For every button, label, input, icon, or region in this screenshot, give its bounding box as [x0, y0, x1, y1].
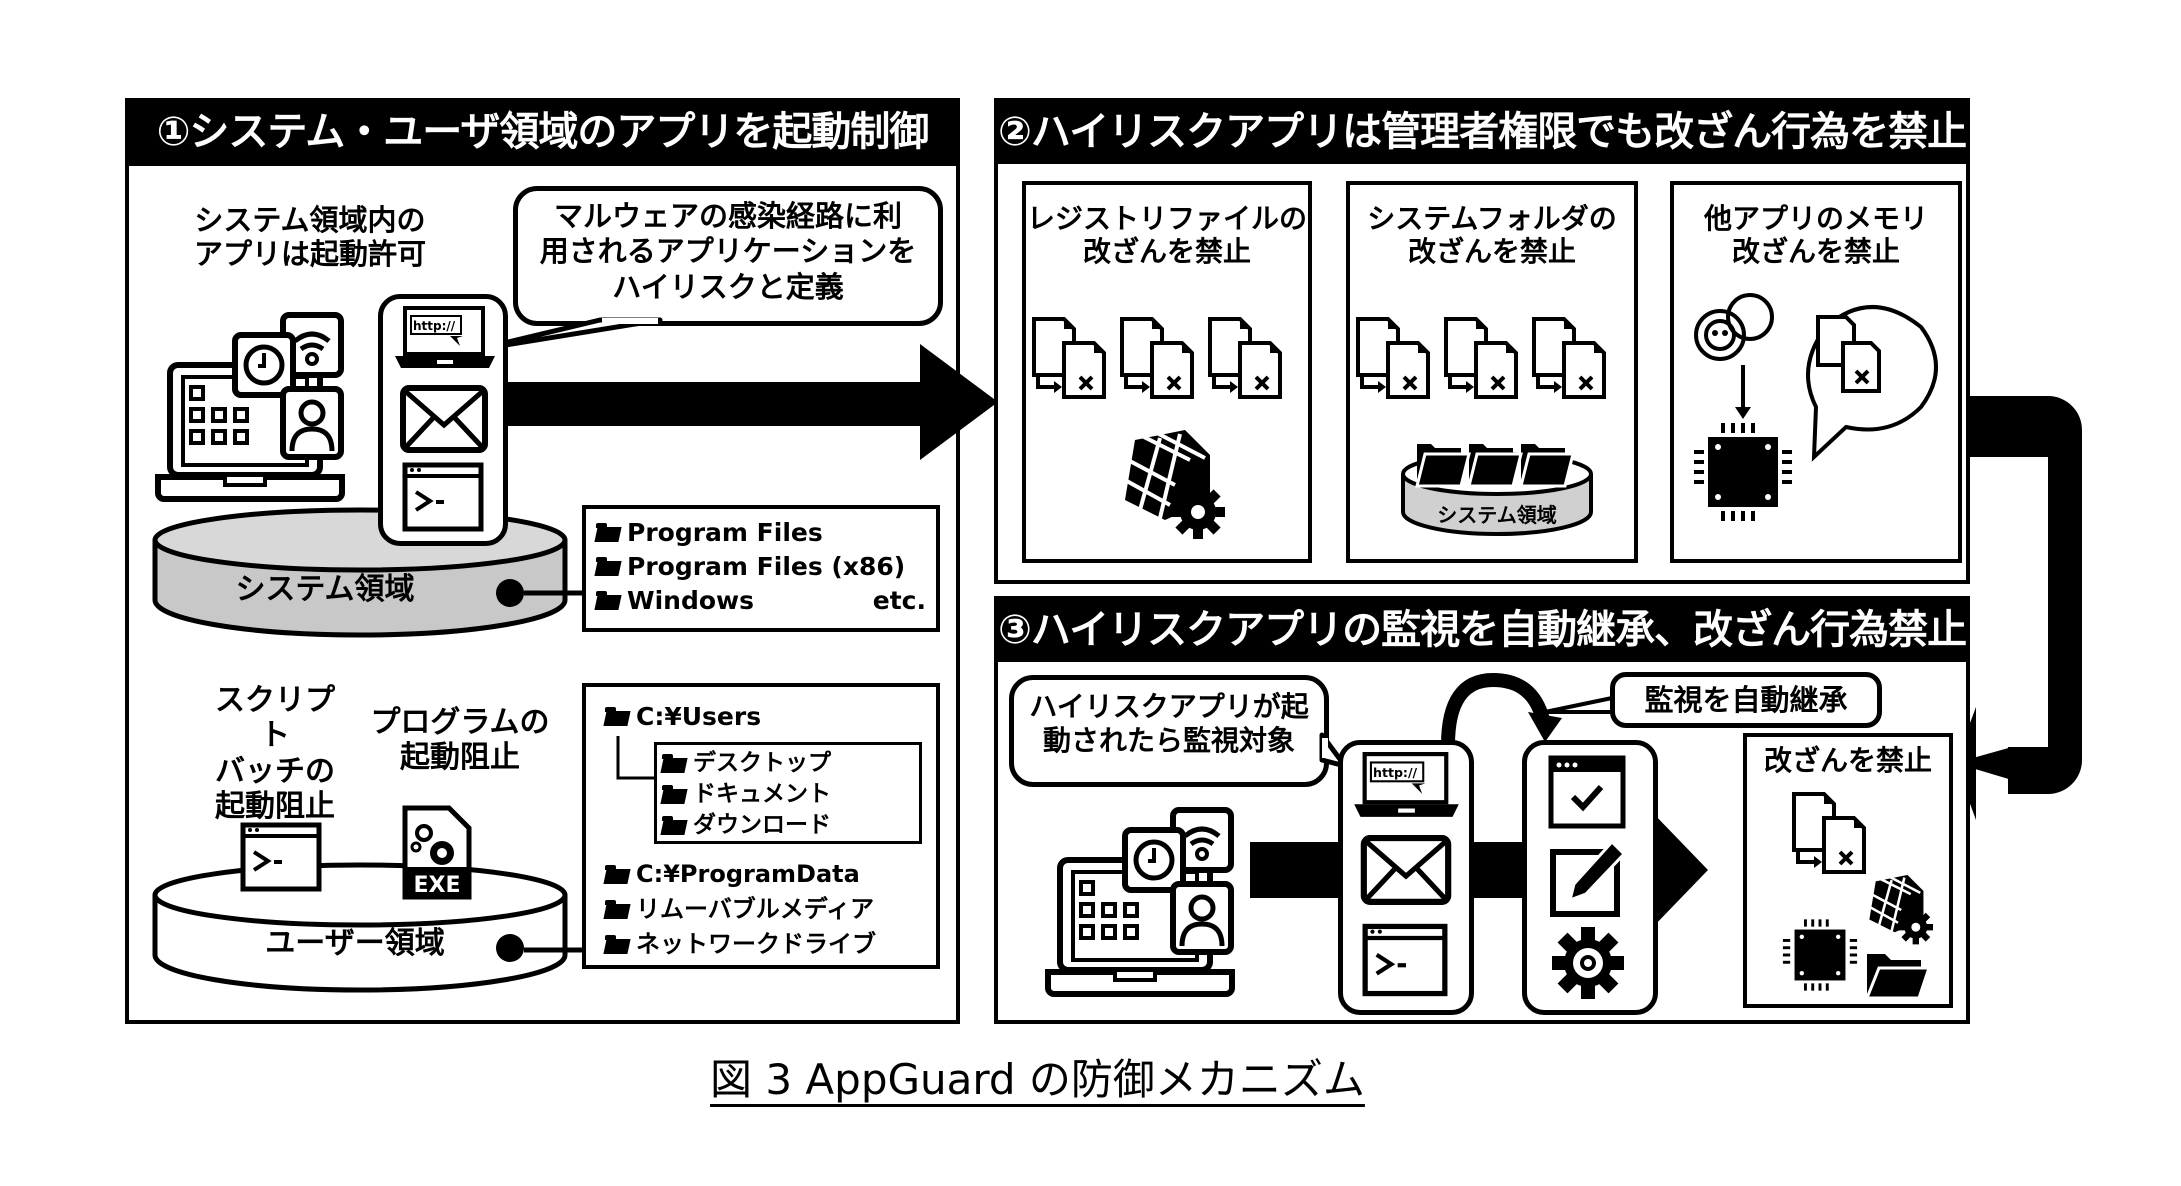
arrow-to-panel2 [508, 344, 998, 460]
program-block-label: プログラムの 起動阻止 [370, 705, 550, 776]
check-window-icon [1548, 755, 1626, 829]
folder-item: C:¥Users [605, 700, 925, 734]
system-area-disk [152, 507, 568, 638]
device-apps-icon [155, 312, 345, 502]
folder-icon [596, 591, 622, 611]
system-folders-list: Program Files Program Files (x86) Window… [596, 516, 926, 618]
file-tamper-icon [1120, 317, 1194, 399]
user-subfolders-box [654, 742, 922, 844]
browser-laptop-icon: http:// [395, 306, 495, 368]
script-block-label: スクリプト バッチの 起動阻止 [215, 683, 335, 825]
panel-title: ②ハイリスクアプリは管理者権限でも改ざん行為を禁止 [998, 100, 1967, 164]
folder-icon [605, 934, 631, 955]
file-tamper-icon [1356, 317, 1430, 399]
folder-icon [662, 815, 688, 836]
registry-icon [1124, 430, 1225, 539]
disk-label: システム領域 [1437, 503, 1556, 527]
folder-item: Program Files [596, 516, 926, 550]
highrisk-definition-bubble: マルウェアの感染経路に利 用されるアプリケーションを ハイリスクと定義 [513, 186, 943, 326]
folder-item: C:¥ProgramData [605, 857, 876, 892]
system-folders-icon: システム領域 [1401, 444, 1593, 536]
edit-icon [1550, 839, 1627, 917]
folder-item: ダウンロード [662, 810, 831, 841]
settings-gear-icon [1552, 927, 1624, 999]
user-area-label: ユーザー領域 [265, 926, 445, 961]
file-tamper-icon [1032, 317, 1106, 399]
file-tamper-icon [1208, 317, 1282, 399]
folder-icon [1864, 954, 1932, 1000]
figure-caption: 図 3 AppGuard の防御メカニズム [710, 1055, 1365, 1104]
device-apps-icon [1045, 807, 1235, 997]
card-memory-label: 他アプリのメモリ 改ざんを禁止 [1703, 202, 1928, 269]
monitor-target-bubble: ハイリスクアプリが起 動されたら監視対象 [1009, 675, 1329, 787]
script-terminal-icon [240, 822, 322, 892]
folder-icon [662, 753, 688, 774]
memory-chip-icon [1782, 919, 1858, 991]
folder-item: Program Files (x86) [596, 550, 926, 584]
panel-title: ①システム・ユーザ領域のアプリを起動制御 [129, 100, 956, 166]
mail-icon [400, 385, 488, 453]
system-area-label: システム領域 [235, 572, 415, 607]
folder-item: リムーバブルメディア [605, 892, 876, 927]
memory-chip-icon [1694, 293, 1938, 521]
folder-item: デスクトップ [662, 748, 831, 779]
exe-file-icon: EXE [402, 805, 472, 900]
folder-icon [605, 899, 631, 920]
browser-laptop-icon: http:// [1354, 752, 1459, 817]
folder-item: ドキュメント [662, 779, 831, 810]
folder-icon [662, 784, 688, 805]
mail-icon [1360, 835, 1452, 905]
folder-icon [605, 707, 631, 727]
registry-icon [1868, 875, 1933, 945]
browser-url-text: http:// [1373, 765, 1418, 780]
prohibit-tamper-label: 改ざんを禁止 [1763, 744, 1932, 777]
allowed-apps-label: システム領域内の アプリは起動許可 [193, 203, 426, 272]
user-folders-list: C:¥Users [605, 700, 925, 734]
browser-url-text: http:// [413, 319, 456, 333]
terminal-icon [1362, 923, 1448, 997]
folder-icon [596, 523, 622, 543]
user-subfolders-list: デスクトップ ドキュメント ダウンロード [662, 748, 831, 841]
user-other-folders-list: C:¥ProgramData リムーバブルメディア ネットワークドライブ [605, 857, 876, 962]
file-tamper-icon [1532, 317, 1606, 399]
system-folders-box [582, 505, 940, 632]
folder-item: ネットワークドライブ [605, 927, 876, 962]
folder-icon [605, 864, 631, 885]
card-system-folder-label: システムフォルダの 改ざんを禁止 [1367, 202, 1617, 269]
card-registry-label: レジストリファイルの 改ざんを禁止 [1026, 202, 1307, 269]
folder-icon [596, 557, 622, 577]
inherit-bubble: 監視を自動継承 [1610, 672, 1882, 728]
terminal-icon [402, 462, 484, 532]
file-tamper-icon [1444, 317, 1518, 399]
etc-label: etc. [872, 586, 926, 615]
tamper-file-icon [1792, 792, 1866, 874]
panel-title: ③ハイリスクアプリの監視を自動継承、改ざん行為禁止 [998, 598, 1967, 662]
exe-label: EXE [413, 873, 460, 898]
